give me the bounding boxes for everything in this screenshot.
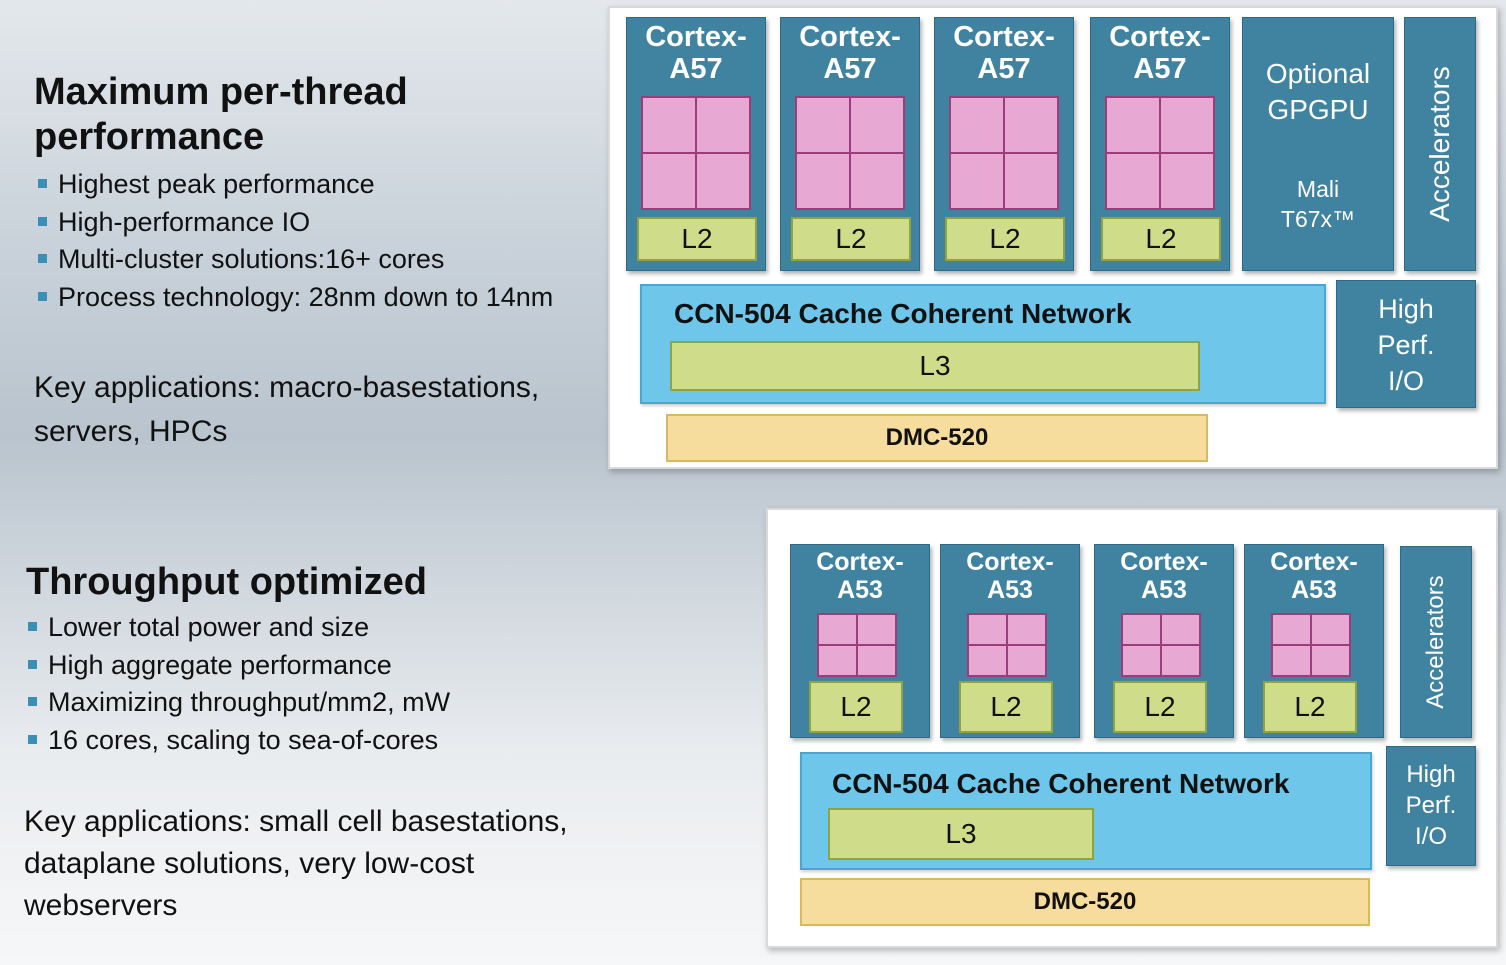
l2-cache: L2 [791,217,911,261]
ccn-title: CCN-504 Cache Coherent Network [674,298,1132,329]
core-name-line1: Cortex- [1120,548,1208,576]
l2-cache: L2 [809,681,903,733]
core-name-line2: A53 [987,576,1033,604]
core-name-line2: A57 [823,53,877,86]
top-title-line1: Maximum per-thread [34,71,408,113]
core-name-line1: Cortex- [953,21,1055,53]
bullet-square-icon [28,622,37,631]
io-line2: Perf. [1377,330,1435,360]
l2-cache: L2 [959,681,1053,733]
top-key-applications: Key applications: macro-basestations, se… [34,371,540,448]
top-title-line2: performance [34,115,265,158]
io-line3: I/O [1387,366,1424,396]
top-section-title: Maximum per-thread performance [34,70,408,160]
ccn-504-network: CCN-504 Cache Coherent Network L3 [640,284,1326,404]
bullet-square-icon [38,216,47,226]
cortex-a57-cluster: Cortex- A57 L2 [934,17,1074,271]
bullet-square-icon [28,697,37,706]
cortex-a57-cluster: Cortex- A57 L2 [626,17,766,271]
top-bullet-list: Highest peak performance High-performanc… [36,166,553,316]
cortex-a57-cluster: Cortex- A57 L2 [780,17,920,271]
core-name-line1: Cortex- [1270,548,1358,576]
io-line1: High [1406,761,1456,788]
core-name-line2: A53 [1141,576,1187,604]
bottom-bullet: High aggregate performance [26,647,450,685]
gpgpu-line2: GPGPU [1267,94,1369,125]
gpgpu-line1: Optional [1265,58,1371,89]
core-grid-icon [1271,613,1351,677]
bullet-square-icon [28,734,37,744]
l3-cache: L3 [828,808,1094,860]
core-name-line2: A53 [837,576,883,604]
l2-cache: L2 [1113,681,1207,733]
cortex-a53-cluster: Cortex- A53 L2 [790,544,930,738]
high-perf-io-block: High Perf. I/O [1336,280,1476,408]
core-grid-icon [641,96,751,210]
bottom-bullet: 16 cores, scaling to sea-of-cores [26,722,450,760]
bottom-bullet-list: Lower total power and size High aggregat… [26,609,450,759]
top-diagram-panel: Cortex- A57 L2 Cortex- A57 L2 Cortex- A5… [608,6,1498,469]
core-name-line2: A57 [669,53,723,86]
core-grid-icon [967,613,1047,677]
dmc-520-controller: DMC-520 [666,414,1208,462]
bullet-square-icon [38,291,47,301]
cortex-a53-cluster: Cortex- A53 L2 [1244,544,1384,738]
optional-gpgpu-block: Optional GPGPU Mali T67x™ [1242,17,1394,271]
core-grid-icon [1105,96,1215,210]
ccn-504-network: CCN-504 Cache Coherent Network L3 [800,752,1372,870]
mali-line2: T67x™ [1280,206,1356,232]
bullet-square-icon [38,254,47,263]
accelerators-block: Accelerators [1400,546,1472,738]
dmc-520-controller: DMC-520 [800,878,1370,926]
bottom-bullet: Maximizing throughput/mm2, mW [26,684,450,722]
bullet-square-icon [38,179,47,188]
io-line2: Perf. [1405,792,1457,819]
l2-cache: L2 [1263,681,1357,733]
core-name-line2: A57 [977,53,1031,86]
bottom-bullet: Lower total power and size [26,609,450,647]
accelerators-label: Accelerators [1424,66,1455,222]
cortex-a53-cluster: Cortex- A53 L2 [1094,544,1234,738]
bottom-section-title: Throughput optimized [26,561,428,603]
l2-cache: L2 [945,217,1065,261]
cortex-a53-cluster: Cortex- A53 L2 [940,544,1080,738]
bullet-square-icon [28,659,37,669]
top-bullet: Multi-cluster solutions:16+ cores [36,241,553,279]
ccn-title: CCN-504 Cache Coherent Network [832,768,1290,799]
core-grid-icon [795,96,905,210]
l2-cache: L2 [1101,217,1221,261]
core-grid-icon [1121,613,1201,677]
top-bullet: Process technology: 28nm down to 14nm [36,279,553,317]
cortex-a57-cluster: Cortex- A57 L2 [1090,17,1230,271]
bottom-diagram-panel: Cortex- A53 L2 Cortex- A53 L2 Cortex- A5… [766,508,1498,948]
accelerators-label: Accelerators [1422,575,1449,709]
core-name-line1: Cortex- [1109,21,1211,53]
mali-line1: Mali [1296,176,1340,202]
core-name-line2: A53 [1291,576,1337,604]
io-line1: High [1378,294,1434,324]
core-name-line2: A57 [1133,53,1187,86]
bottom-key-applications: Key applications: small cell basestation… [24,805,568,922]
core-grid-icon [817,613,897,677]
core-name-line1: Cortex- [816,548,904,576]
l2-cache: L2 [637,217,757,261]
accelerators-block: Accelerators [1404,17,1476,271]
core-name-line1: Cortex- [645,21,747,53]
l3-cache: L3 [670,341,1200,391]
core-grid-icon [949,96,1059,210]
core-name-line1: Cortex- [799,21,901,53]
top-bullet: Highest peak performance [36,166,553,204]
high-perf-io-block: High Perf. I/O [1386,746,1476,866]
core-name-line1: Cortex- [966,548,1054,576]
top-bullet: High-performance IO [36,204,553,242]
io-line3: I/O [1414,823,1447,850]
